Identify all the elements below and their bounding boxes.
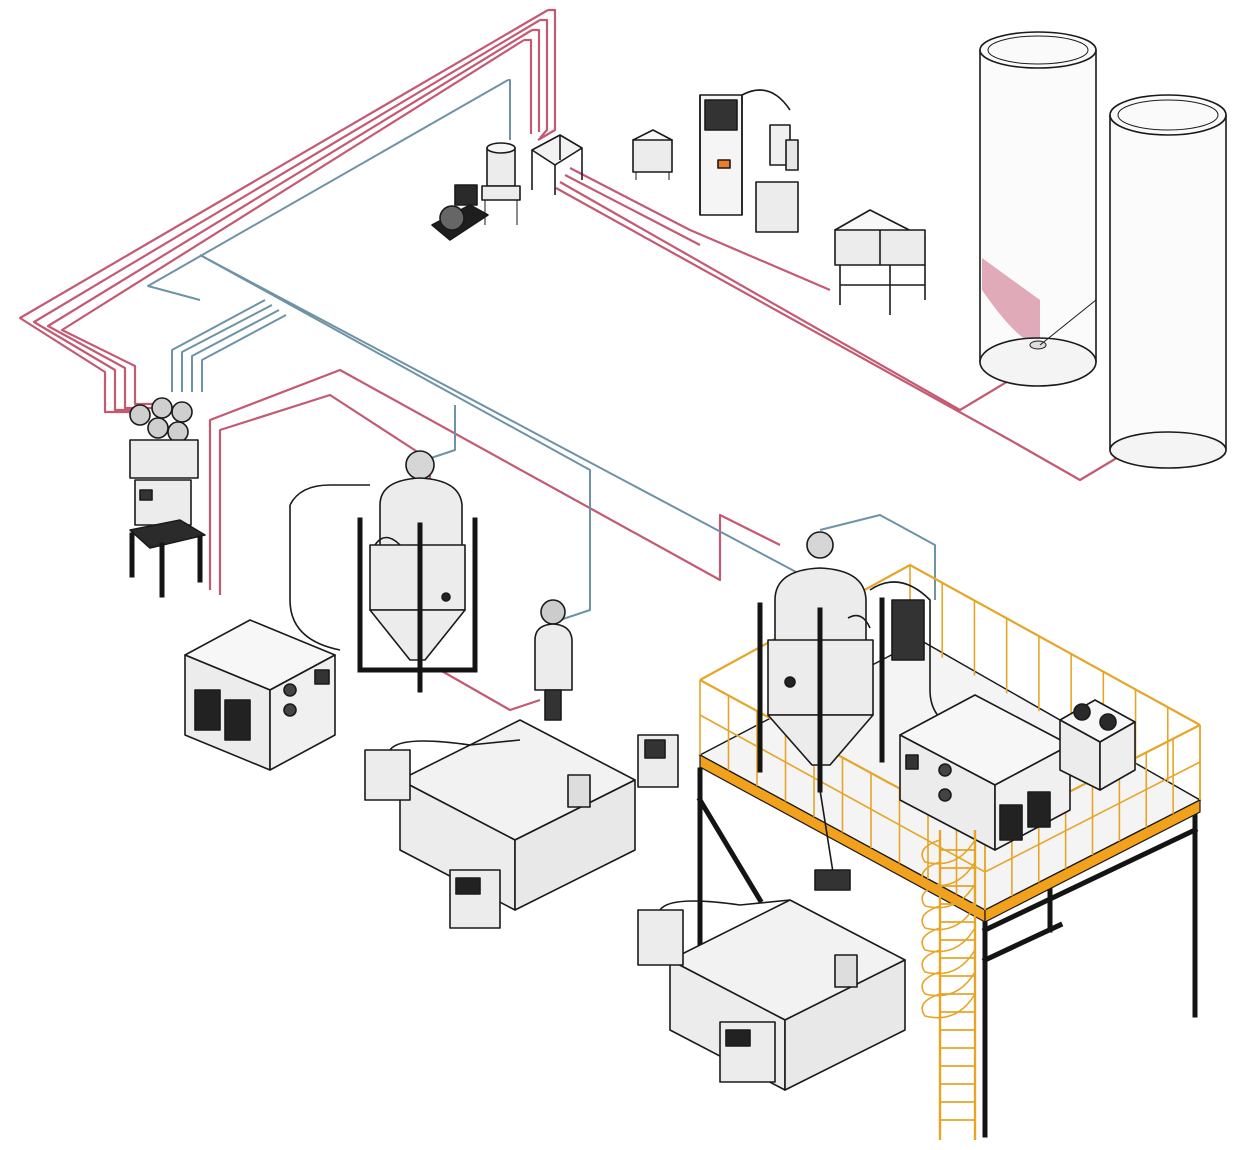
ladder-cage-hoop bbox=[921, 949, 976, 975]
multi-loader-station bbox=[129, 397, 206, 598]
ladder-cage-hoop bbox=[921, 839, 976, 865]
chiller-platform bbox=[1059, 699, 1136, 791]
ladder-cage-hoop bbox=[921, 971, 976, 997]
dehumidifier-platform bbox=[899, 694, 1071, 851]
platform-steel-frame bbox=[696, 767, 1199, 1138]
silo-right bbox=[1109, 94, 1227, 469]
dehumidifier-left bbox=[184, 619, 336, 771]
ladder-cage-hoop bbox=[921, 905, 976, 931]
vacuum-pipelines bbox=[147, 79, 936, 621]
injection-machine-2 bbox=[637, 869, 906, 1091]
injection-machine-1 bbox=[364, 599, 679, 929]
loader-heads bbox=[129, 397, 193, 443]
ladder-cage-hoop bbox=[921, 861, 976, 887]
ladder-cage-hoop bbox=[921, 993, 976, 1019]
cage-ladder bbox=[921, 830, 977, 1140]
dryer-hopper-left bbox=[289, 450, 478, 693]
twin-bin-stand bbox=[834, 209, 926, 315]
small-bin bbox=[632, 129, 673, 180]
material-distribution-station bbox=[531, 134, 583, 195]
ladder-cage-hoop bbox=[921, 883, 976, 909]
vacuum-line-bundle bbox=[147, 79, 936, 621]
material-pipelines bbox=[18, 8, 1131, 712]
central-dust-filter bbox=[481, 142, 521, 225]
ladder-cage-hoop bbox=[921, 927, 976, 953]
mixing-tower bbox=[699, 89, 799, 233]
silo-left bbox=[979, 31, 1097, 387]
central-vacuum-pump bbox=[431, 184, 489, 241]
